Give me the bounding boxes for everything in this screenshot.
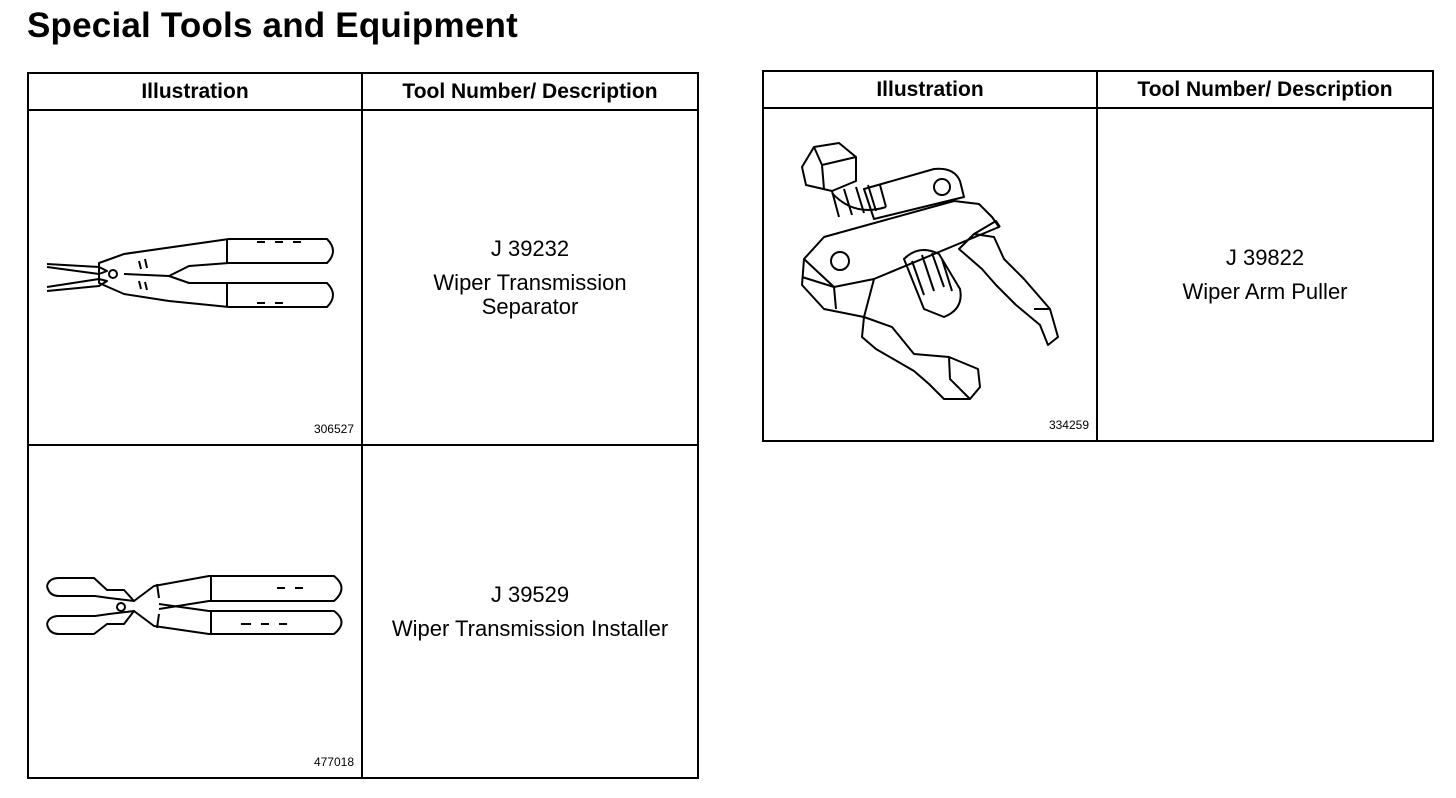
tool-description-cell: J 39232 Wiper Transmission Separator — [361, 109, 699, 446]
table-row: 477018 J 39529 Wiper Transmission Instal… — [27, 444, 699, 779]
tool-description-cell: J 39822 Wiper Arm Puller — [1096, 107, 1434, 442]
header-tool-description: Tool Number/ Description — [1096, 70, 1434, 109]
table-header-row: Illustration Tool Number/ Description — [27, 72, 699, 111]
figure-number: 334259 — [1048, 418, 1089, 432]
tool-description-line: Wiper Transmission Installer — [391, 615, 669, 641]
tools-table-right: Illustration Tool Number/ Description — [762, 70, 1434, 442]
header-illustration: Illustration — [762, 70, 1098, 109]
table-header-row: Illustration Tool Number/ Description — [762, 70, 1434, 109]
illustration-cell: 306527 — [27, 109, 363, 446]
arm-puller-icon — [801, 142, 1059, 400]
tool-number: J 39232 — [490, 235, 570, 261]
illustration-cell: 334259 — [762, 107, 1098, 442]
page-title: Special Tools and Equipment — [27, 6, 518, 45]
tool-number: J 39529 — [490, 581, 570, 607]
tool-description-line: Wiper Arm Puller — [1182, 278, 1348, 304]
figure-number: 306527 — [313, 422, 354, 436]
tool-description-line: Separator — [481, 293, 579, 319]
installer-pliers-icon — [46, 575, 343, 635]
header-tool-description: Tool Number/ Description — [361, 72, 699, 111]
illustration-cell: 477018 — [27, 444, 363, 779]
tools-table-left: Illustration Tool Number/ Description — [27, 72, 699, 779]
table-row: 306527 J 39232 Wiper Transmission Separa… — [27, 109, 699, 446]
tool-description-cell: J 39529 Wiper Transmission Installer — [361, 444, 699, 779]
figure-number: 477018 — [313, 755, 354, 769]
tool-number: J 39822 — [1225, 244, 1305, 270]
separator-pliers-icon — [46, 238, 334, 308]
header-illustration: Illustration — [27, 72, 363, 111]
table-row: 334259 J 39822 Wiper Arm Puller — [762, 107, 1434, 442]
tool-description-line: Wiper Transmission — [433, 269, 627, 295]
